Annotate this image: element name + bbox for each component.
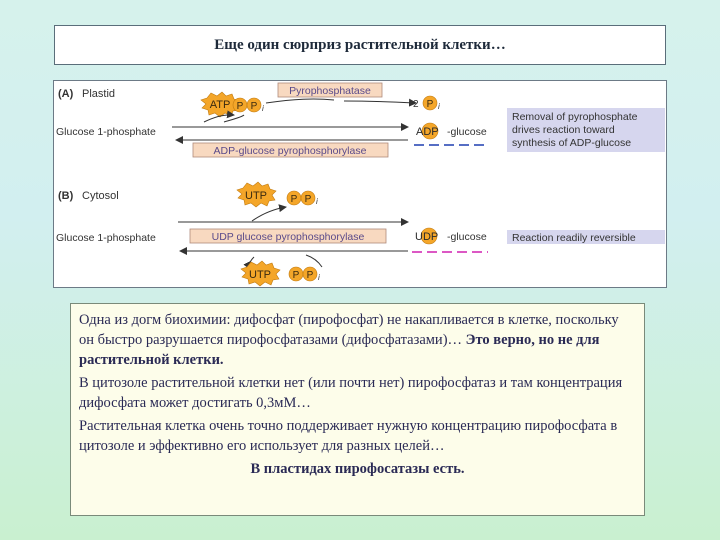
pathway-figure: (A) Plastid Pyrophosphatase ATP P P i 2 … xyxy=(53,80,667,288)
adp-glucose-suffix: -glucose xyxy=(447,126,487,138)
phosphate-label: P xyxy=(291,194,298,205)
panel-b-label: (B) xyxy=(58,190,74,202)
note-a-line2: drives reaction toward xyxy=(512,124,615,136)
slide-title: Еще один сюрприз растительной клетки… xyxy=(54,25,666,65)
subscript-i: i xyxy=(262,104,264,113)
phosphate-label: P xyxy=(237,101,244,112)
note-a-box xyxy=(507,108,665,152)
panel-a-label: (A) xyxy=(58,88,74,100)
udp-glucose-pyrophosphorylase-box xyxy=(189,228,387,244)
adp-glucose-pyrophosphorylase-label: ADP-glucose pyrophosphorylase xyxy=(214,145,367,157)
phosphate-label: P xyxy=(305,194,312,205)
explanation-text-box: Одна из догм биохимии: дифосфат (пирофос… xyxy=(70,303,645,516)
phosphate-circle xyxy=(246,97,262,113)
panel-a-compartment: Plastid xyxy=(82,88,115,100)
panel-b-compartment: Cytosol xyxy=(82,190,119,202)
utp-label: UTP xyxy=(249,269,271,281)
atp-label: ATP xyxy=(210,99,231,111)
utp-label: UTP xyxy=(245,190,267,202)
pathway-diagram: (A) Plastid Pyrophosphatase ATP P P i 2 … xyxy=(56,82,665,287)
phosphate-label: P xyxy=(251,101,258,112)
udp-marker xyxy=(420,227,438,245)
paragraph-2: В цитозоле растительной клетки нет (или … xyxy=(79,375,623,411)
curved-arrow-icon xyxy=(343,98,417,107)
paragraph-1-bold: Это верно, но не для растительной клетки… xyxy=(79,332,600,368)
note-b-text: Reaction readily reversible xyxy=(512,232,636,244)
curved-arrow-icon xyxy=(223,114,245,123)
curved-arrow-icon xyxy=(305,254,323,268)
phosphate-label: P xyxy=(427,99,434,110)
paragraph-1-text: Одна из догм биохимии: дифосфат (пирофос… xyxy=(79,312,619,348)
glucose-1-phosphate-label: Glucose 1-phosphate xyxy=(56,232,156,244)
paragraph-1: Одна из догм биохимии: дифосфат (пирофос… xyxy=(79,310,636,370)
phosphate-circle xyxy=(422,95,438,111)
utp-starburst xyxy=(240,260,281,287)
subscript-i: i xyxy=(316,197,318,206)
coefficient-2: 2 xyxy=(413,99,419,110)
phosphate-label: P xyxy=(307,270,314,281)
glucose-1-phosphate-label: Glucose 1-phosphate xyxy=(56,126,156,138)
udp-glucose-suffix: -glucose xyxy=(447,231,487,243)
curved-arrow-icon xyxy=(203,110,235,123)
utp-starburst xyxy=(236,181,277,208)
note-b-box xyxy=(507,230,665,244)
curved-arrow-icon xyxy=(265,98,335,104)
paragraph-3: Растительная клетка очень точно поддержи… xyxy=(79,418,618,454)
udp-label: UDP xyxy=(415,231,438,243)
pyrophosphatase-label: Pyrophosphatase xyxy=(289,85,371,97)
adp-marker xyxy=(421,122,439,140)
phosphate-circle xyxy=(300,190,316,206)
pyrophosphatase-enzyme-box xyxy=(277,82,383,98)
paragraph-4: В пластидах пирофосатазы есть. xyxy=(250,461,465,477)
note-a-line3: synthesis of ADP-glucose xyxy=(512,137,631,149)
phosphate-label: P xyxy=(293,270,300,281)
adp-glucose-pyrophosphorylase-box xyxy=(192,142,389,158)
subscript-i: i xyxy=(438,102,440,111)
subscript-i: i xyxy=(318,273,320,282)
udp-glucose-pyrophosphorylase-label: UDP glucose pyrophosphorylase xyxy=(212,231,365,243)
adp-label: ADP xyxy=(416,126,439,138)
note-a-line1: Removal of pyrophosphate xyxy=(512,111,638,123)
curved-arrow-icon xyxy=(251,204,287,222)
phosphate-circle xyxy=(302,266,318,282)
